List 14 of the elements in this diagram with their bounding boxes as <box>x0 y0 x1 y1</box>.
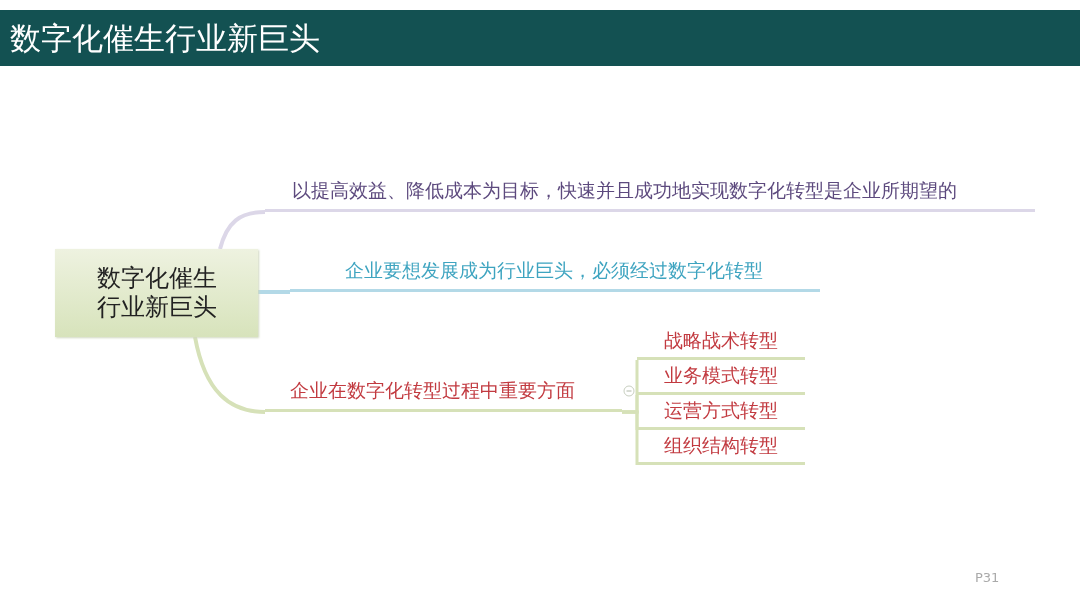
branch-line <box>218 210 266 250</box>
branch-line <box>622 410 639 465</box>
branch-topic: 运营方式转型 <box>637 395 805 430</box>
branch-topic: 战略战术转型 <box>637 325 805 360</box>
branch-topic: 企业在数字化转型过程中重要方面 <box>265 372 622 412</box>
branch-line <box>193 336 266 414</box>
branch-topic: 业务模式转型 <box>637 360 805 395</box>
branch-topic: 以提高效益、降低成本为目标，快速并且成功地实现数字化转型是企业所期望的 <box>265 172 1035 212</box>
page-number: P31 <box>975 570 1000 585</box>
branch-line <box>258 290 290 294</box>
title: 数字化催生行业新巨头 <box>10 19 320 58</box>
branch-topic: 企业要想发展成为行业巨头，必须经过数字化转型 <box>290 252 820 292</box>
branch-topic: 组织结构转型 <box>637 430 805 465</box>
central-topic-box: 数字化催生行业新巨头 <box>55 249 258 337</box>
